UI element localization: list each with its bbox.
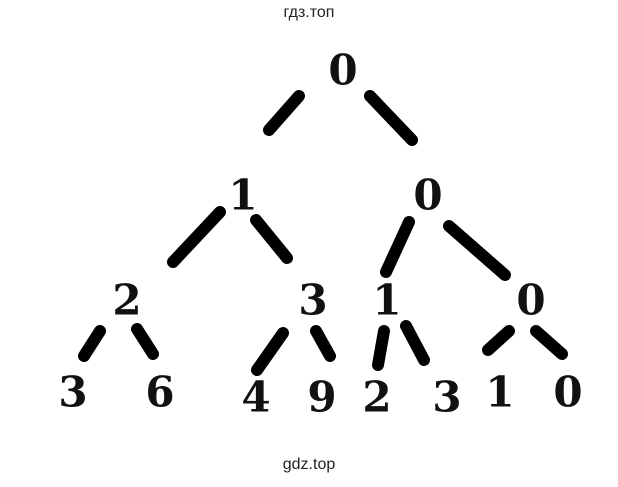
node-l2: 3 bbox=[298, 276, 327, 325]
node-leaf: 3 bbox=[58, 368, 87, 417]
edge-l2b-right bbox=[310, 325, 336, 362]
edge-l2c-left bbox=[372, 325, 390, 371]
edge-l1a-left bbox=[167, 206, 226, 268]
nodes: 0 1 0 2 3 1 0 3 6 4 9 2 3 1 0 bbox=[58, 46, 582, 422]
edge-l2d-right bbox=[530, 325, 568, 360]
node-l2: 0 bbox=[516, 276, 545, 325]
node-leaf: 6 bbox=[145, 368, 174, 417]
node-leaf: 9 bbox=[307, 373, 336, 422]
edge-l2a-right bbox=[131, 323, 159, 360]
edge-l1b-right bbox=[443, 220, 511, 281]
node-l1: 1 bbox=[228, 171, 257, 220]
node-leaf: 4 bbox=[241, 373, 270, 422]
edge-l2c-right bbox=[400, 320, 430, 366]
node-l2: 1 bbox=[372, 276, 401, 325]
node-l1: 0 bbox=[413, 171, 442, 220]
node-leaf: 0 bbox=[553, 368, 582, 417]
node-root: 0 bbox=[328, 46, 357, 95]
node-leaf: 3 bbox=[432, 373, 461, 422]
edge-l1a-right bbox=[250, 214, 293, 264]
edge-l1b-left bbox=[380, 216, 415, 278]
node-leaf: 1 bbox=[485, 368, 514, 417]
edge-l2a-left bbox=[78, 325, 106, 362]
node-l2: 2 bbox=[112, 276, 141, 325]
edge-root-left bbox=[263, 90, 305, 136]
edge-l2b-left bbox=[251, 327, 289, 376]
node-leaf: 2 bbox=[362, 373, 391, 422]
watermark-bottom: gdz.top bbox=[282, 456, 336, 473]
edge-root-right bbox=[364, 90, 418, 146]
watermark-top: гдз.топ bbox=[283, 4, 335, 21]
edge-l2d-left bbox=[482, 325, 515, 356]
edges bbox=[78, 90, 568, 376]
